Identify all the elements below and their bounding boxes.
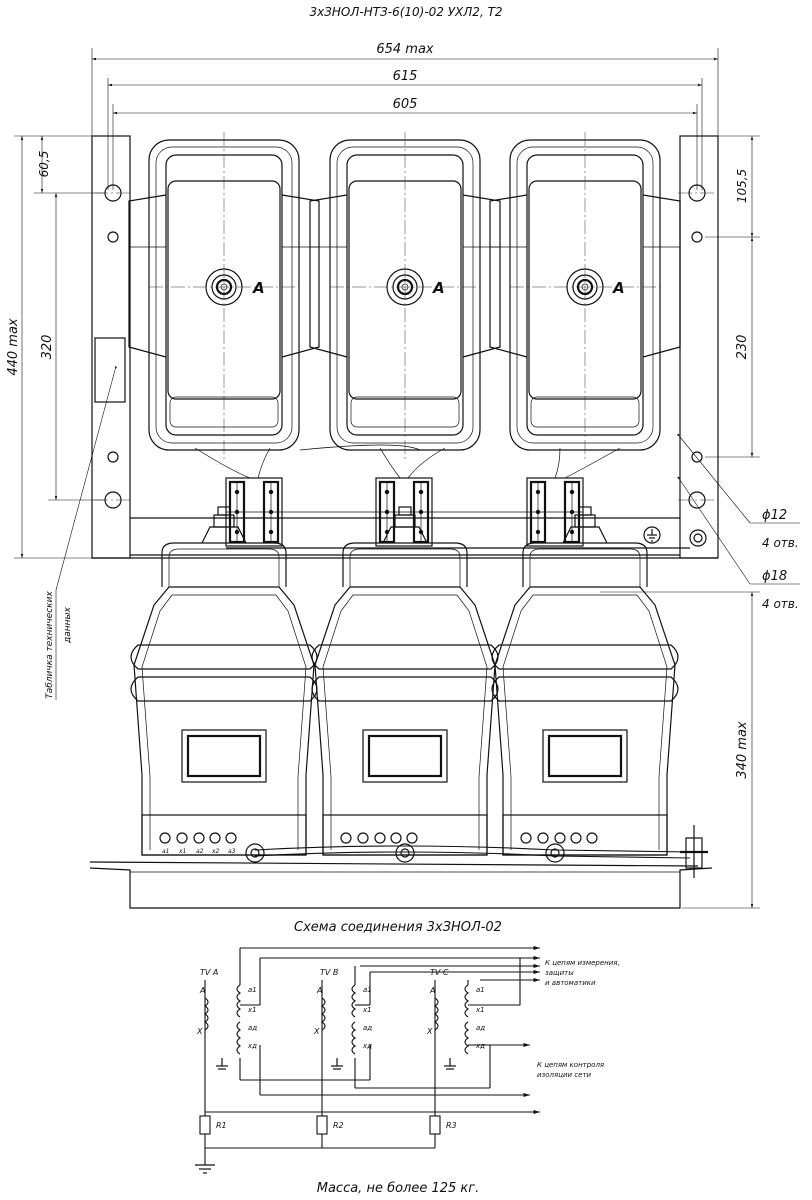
phase-marker-b: A <box>432 279 445 297</box>
transformer-top-c <box>488 130 682 464</box>
pin-x-tva: X <box>196 1027 203 1036</box>
transformer-front-c <box>490 505 680 857</box>
sec-a1-tvc: a1 <box>476 986 485 994</box>
terminal-label-a3: a3 <box>228 848 236 855</box>
dim-height-320: 320 <box>40 335 55 360</box>
nameplate-rect <box>94 337 126 403</box>
phase-marker-c: A <box>612 279 625 297</box>
top-view: A A A <box>91 130 719 559</box>
sec-x2-tvc: xд <box>475 1042 485 1050</box>
output-label-1: К цепям измерения, <box>545 959 620 967</box>
terminal-label-a2: a2 <box>196 848 204 855</box>
resistor-r3: R3 <box>446 1121 457 1130</box>
pin-x-tvb: X <box>313 1027 320 1036</box>
transformer-front-a <box>129 505 319 857</box>
resistor-r2: R2 <box>333 1121 344 1130</box>
dim-width-605: 605 <box>393 97 418 112</box>
pin-a-tvb: A <box>316 986 322 995</box>
ground-icon <box>195 1058 456 1174</box>
tv-b-label: TV B <box>320 968 338 977</box>
hole-dia-18: ϕ18 <box>762 569 787 584</box>
dim-width-654: 654 max <box>376 42 434 57</box>
terminal-label-a1: a1 <box>162 848 170 855</box>
pin-a-tva: A <box>199 986 205 995</box>
schema-caption: Схема соединения 3хЗНОЛ-02 <box>294 920 502 935</box>
dim-height-440: 440 max <box>6 318 21 376</box>
nameplate-label-line1: Табличка технических <box>45 591 55 699</box>
sec-a1-tva: a1 <box>248 986 257 994</box>
sec-a2-tvb: aд <box>363 1024 372 1032</box>
sec-x2-tvb: xд <box>362 1042 372 1050</box>
terminal-label-x1: x1 <box>178 848 186 855</box>
hole-count-18: 4 отв. <box>762 597 799 611</box>
front-view: a1 x1 a2 x2 a3 340 max <box>89 505 760 909</box>
terminal-label-x2: x2 <box>211 848 220 855</box>
resistor-r1: R1 <box>216 1121 227 1130</box>
connection-schematic: Схема соединения 3хЗНОЛ-02 TV A TV B TV … <box>195 920 620 1196</box>
top-dimensions: 654 max 615 605 440 max 60,5 320 105,5 2… <box>6 42 800 700</box>
pin-a-tvc: A <box>429 986 435 995</box>
sec-x2-tva: xд <box>247 1042 257 1050</box>
dim-height-60: 60,5 <box>37 151 51 178</box>
hole-count-12: 4 отв. <box>762 536 799 550</box>
phase-marker-a: A <box>252 279 265 297</box>
dim-height-230: 230 <box>735 335 750 360</box>
dim-height-105: 105,5 <box>735 169 749 203</box>
sec-a2-tva: aд <box>248 1024 257 1032</box>
dim-height-340: 340 max <box>735 721 750 779</box>
output-label-2: защиты <box>545 969 574 977</box>
ground-icon <box>643 526 661 544</box>
transformer-top-a <box>127 130 321 464</box>
output-label-4: К цепям контроля <box>537 1061 604 1069</box>
sec-x1-tvb: x1 <box>362 1006 372 1014</box>
nameplate-label-line2: данных <box>63 606 73 644</box>
sec-a2-tvc: aд <box>476 1024 485 1032</box>
mass-note: Масса, не более 125 кг. <box>317 1181 480 1196</box>
sec-a1-tvb: a1 <box>363 986 372 994</box>
drawing-title: 3хЗНОЛ-НТЗ-6(10)-02 УХЛ2, Т2 <box>309 5 502 19</box>
output-label-5: изоляции сети <box>537 1071 592 1079</box>
pin-x-tvc: X <box>426 1027 433 1036</box>
sec-x1-tva: x1 <box>247 1006 257 1014</box>
transformer-front-b <box>310 505 500 857</box>
output-label-3: и автоматики <box>545 979 596 987</box>
dim-width-615: 615 <box>393 69 418 84</box>
hole-dia-12: ϕ12 <box>762 508 787 523</box>
transformer-top-b <box>308 130 502 464</box>
tv-a-label: TV A <box>200 968 218 977</box>
sec-x1-tvc: x1 <box>475 1006 485 1014</box>
